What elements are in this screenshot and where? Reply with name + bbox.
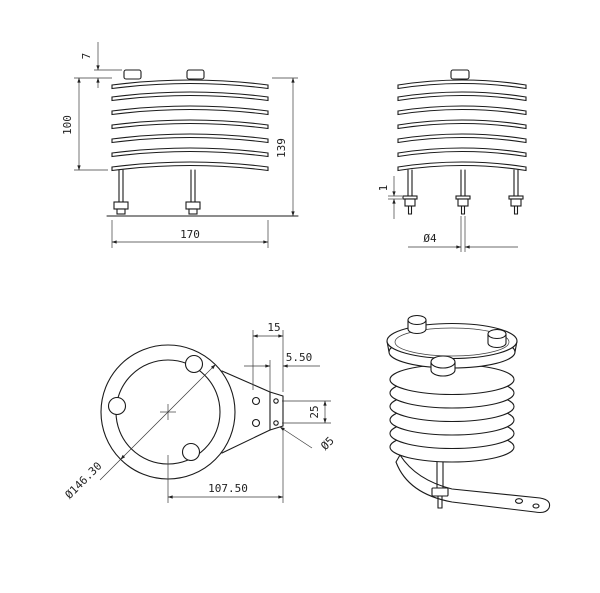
front-view: 7 100 139 170 — [61, 42, 299, 248]
side-legs — [402, 169, 524, 215]
dim-bottom-plate-thickness: 5.50 — [244, 351, 320, 392]
dim-label-bolt-diameter: Ø4 — [423, 232, 437, 245]
dim-label-tab-height: 7 — [80, 53, 93, 60]
bottom-mount-hole — [107, 396, 127, 416]
iso-plate-hole — [532, 503, 540, 509]
iso-bolt — [431, 459, 449, 509]
dim-label-louver-stack-height: 100 — [61, 115, 74, 135]
bracket-hole — [273, 420, 279, 426]
front-mounting-tabs — [123, 69, 205, 80]
side-louver-stack — [397, 79, 527, 172]
dim-label-hole-spacing: 25 — [308, 405, 321, 418]
side-view: 1 Ø4 — [377, 69, 527, 252]
bracket-hole — [273, 398, 279, 404]
dim-label-overall-height: 139 — [275, 138, 288, 158]
iso-bracket-plate — [395, 453, 551, 514]
dim-bottom-hole-spacing: 25 — [282, 400, 331, 424]
dim-front-tab-height: 7 — [74, 42, 122, 88]
dim-label-washer-thickness: 1 — [377, 185, 390, 192]
front-legs — [113, 169, 201, 215]
dim-front-louver-stack-height: 100 — [61, 77, 108, 171]
iso-knob — [407, 314, 427, 335]
dim-front-overall-width: 170 — [111, 220, 269, 248]
iso-sensor-cap — [430, 355, 456, 377]
dim-bottom-small-hole-diameter: Ø5 — [279, 426, 337, 453]
isometric-view — [386, 314, 551, 514]
front-louver-stack — [111, 79, 269, 172]
dim-label-flange-diameter: Ø146.30 — [63, 460, 105, 502]
dim-label-plate-thickness: 5.50 — [286, 351, 313, 364]
bottom-mount-hole — [181, 442, 201, 462]
dim-label-mount-span: 107.50 — [208, 482, 248, 495]
dim-side-bolt-diameter: Ø4 — [408, 216, 518, 252]
dim-bottom-bracket-width: 15 — [252, 321, 284, 392]
dim-bottom-mount-span: 107.50 — [167, 430, 284, 503]
bracket-hole — [251, 396, 261, 406]
bottom-view: Ø146.30 15 5.50 25 Ø5 — [63, 321, 337, 503]
bracket-hole — [251, 418, 261, 428]
side-mounting-tab — [450, 69, 470, 80]
iso-plate-hole — [514, 498, 524, 504]
iso-knob — [487, 328, 507, 349]
bottom-mount-hole — [184, 354, 204, 374]
dim-label-overall-width: 170 — [180, 228, 200, 241]
iso-louver-stack — [389, 363, 515, 463]
dim-label-small-hole-diameter: Ø5 — [318, 434, 337, 453]
dim-label-bracket-width: 15 — [267, 321, 280, 334]
dim-front-overall-height: 139 — [272, 77, 298, 217]
dim-side-washer-thickness: 1 — [377, 176, 402, 219]
